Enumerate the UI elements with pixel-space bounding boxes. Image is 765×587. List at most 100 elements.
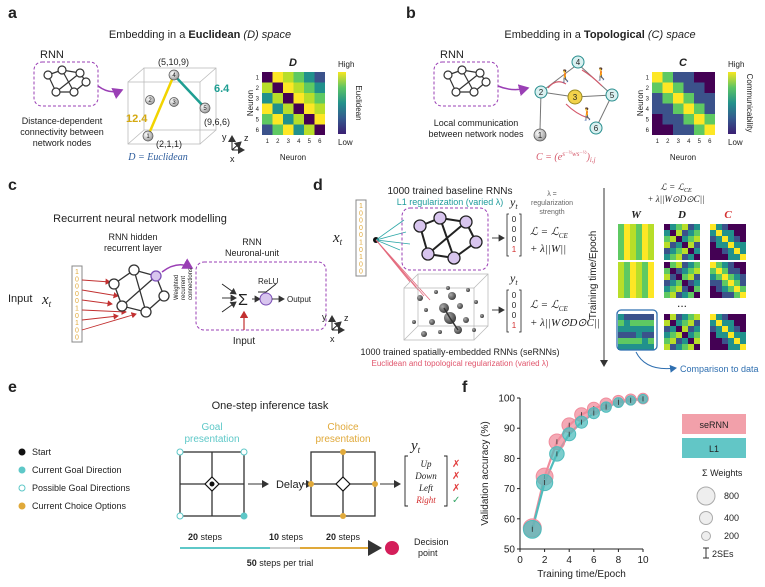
mini-heatmap-cell: [682, 320, 688, 326]
svg-text:x: x: [330, 334, 335, 344]
heatmap-cell: [272, 93, 283, 104]
x-tick-label: 10: [637, 555, 649, 566]
output-vector-bottom: 0 0 0 1: [512, 291, 517, 330]
mini-heatmap-cell: [716, 292, 722, 298]
mini-heatmap-cell: [618, 344, 624, 350]
sernn-sub: Euclidean and topological regularization…: [372, 359, 549, 368]
mini-heatmap-cell: [682, 268, 688, 274]
legend-marker: [18, 502, 26, 510]
colorbar-c-label: Communicability: [745, 74, 754, 133]
mini-heatmap-cell: [624, 230, 630, 236]
svg-text:λ =: λ =: [547, 191, 557, 198]
mini-heatmap-cell: [688, 326, 694, 332]
weighted-label: Weighted recurrent connections: [174, 268, 194, 300]
mini-heatmap-cell: [636, 286, 642, 292]
xt-label-c: xt: [41, 292, 52, 309]
mini-heatmap-cell: [618, 268, 624, 274]
heatmap-cell: [293, 72, 304, 83]
mini-heatmap-cell: [624, 236, 630, 242]
svg-text:3: 3: [573, 93, 578, 102]
weight-value-large: 800: [724, 491, 739, 501]
mini-heatmap-cell: [624, 254, 630, 260]
heatmap-title-c: C: [679, 57, 688, 69]
mini-heatmap-cell: [694, 320, 700, 326]
mini-heatmap-cell: [618, 224, 624, 230]
panel-a: a Embedding in a Euclidean (D) space RNN…: [8, 5, 363, 164]
mini-heatmap-cell: [664, 224, 670, 230]
heatmap-cell: [652, 82, 663, 93]
hidden-layer-nodes: [108, 264, 170, 318]
mini-heatmap-cell: [636, 320, 642, 326]
legend-l1-label: L1: [709, 444, 719, 454]
x-axis-label: Training time/Epoch: [537, 569, 626, 580]
mini-heatmap-cell: [648, 338, 654, 344]
mini-heatmap-cell: [636, 248, 642, 254]
mini-heatmap-cell: [624, 242, 630, 248]
heatmap-cell: [314, 72, 325, 83]
heatmap-ytick: 5: [256, 117, 260, 123]
mini-heatmap-cell: [710, 344, 716, 350]
rnn-box-b: [433, 61, 499, 107]
heatmap-cell: [262, 114, 273, 125]
heatmap-cell: [683, 82, 694, 93]
heatmap-cell: [283, 114, 294, 125]
mini-heatmap-cell: [648, 314, 654, 320]
panel-letter-d: d: [313, 177, 323, 194]
mini-heatmap-cell: [722, 280, 728, 286]
svg-text:4: 4: [576, 58, 581, 67]
desc-b-2: between network nodes: [428, 129, 524, 139]
se-rnn-unit: [472, 328, 476, 332]
mini-heatmap-cell: [722, 292, 728, 298]
mini-heatmap-cell: [722, 224, 728, 230]
heatmap-xtick: 2: [666, 139, 670, 145]
heatmap-cell: [314, 114, 325, 125]
mini-heatmap-cell: [716, 248, 722, 254]
mini-heatmap-cell: [710, 326, 716, 332]
mini-heatmap-cell: [716, 314, 722, 320]
mini-heatmap-cell: [694, 236, 700, 242]
mini-heatmap-cell: [624, 262, 630, 268]
heatmap-xtick: 5: [698, 139, 702, 145]
mini-heatmap-cell: [670, 314, 676, 320]
mini-heatmap-cell: [670, 230, 676, 236]
se-rnn-unit: [457, 303, 463, 309]
choice-grid: [308, 449, 378, 519]
heatmap-cell: [652, 103, 663, 114]
se-rnn-unit: [474, 300, 478, 304]
heatmap-ytick: 6: [646, 128, 650, 134]
mini-heatmap-cell: [618, 292, 624, 298]
input-bit: 1: [359, 203, 363, 210]
svg-text:1: 1: [512, 321, 517, 330]
se-rnn-unit: [438, 330, 442, 334]
mini-heatmap-cell: [716, 224, 722, 230]
heatmap-cell: [694, 103, 705, 114]
svg-text:0: 0: [512, 235, 517, 244]
mini-heatmap-cell: [636, 236, 642, 242]
steps-choice: 20 steps: [326, 532, 361, 542]
svg-text:connections: connections: [188, 268, 194, 300]
coord-top: (5,10,9): [158, 57, 189, 67]
se-rnn-unit: [480, 314, 484, 318]
mini-heatmap-cell: [624, 314, 630, 320]
heatmap-cell: [304, 82, 315, 93]
svg-text:3: 3: [172, 100, 176, 106]
heatmap-cell: [262, 82, 273, 93]
mini-heatmap-cell: [716, 268, 722, 274]
steps-delay: 10 steps: [269, 532, 304, 542]
input-bit: 1: [75, 269, 79, 276]
mini-heatmap-cell: [734, 292, 740, 298]
col-label-d: D: [677, 209, 686, 221]
svg-text:1: 1: [538, 131, 543, 140]
y-tick-label: 100: [498, 394, 515, 405]
xt-label-d: xt: [332, 230, 343, 247]
heatmap-ytick: 1: [256, 75, 260, 81]
mini-heatmap-cell: [716, 338, 722, 344]
mini-heatmap-cell: [694, 230, 700, 236]
se-rnn-units: [412, 286, 484, 337]
comparison-highlight: [616, 309, 658, 351]
heatmap-cell: [683, 103, 694, 114]
